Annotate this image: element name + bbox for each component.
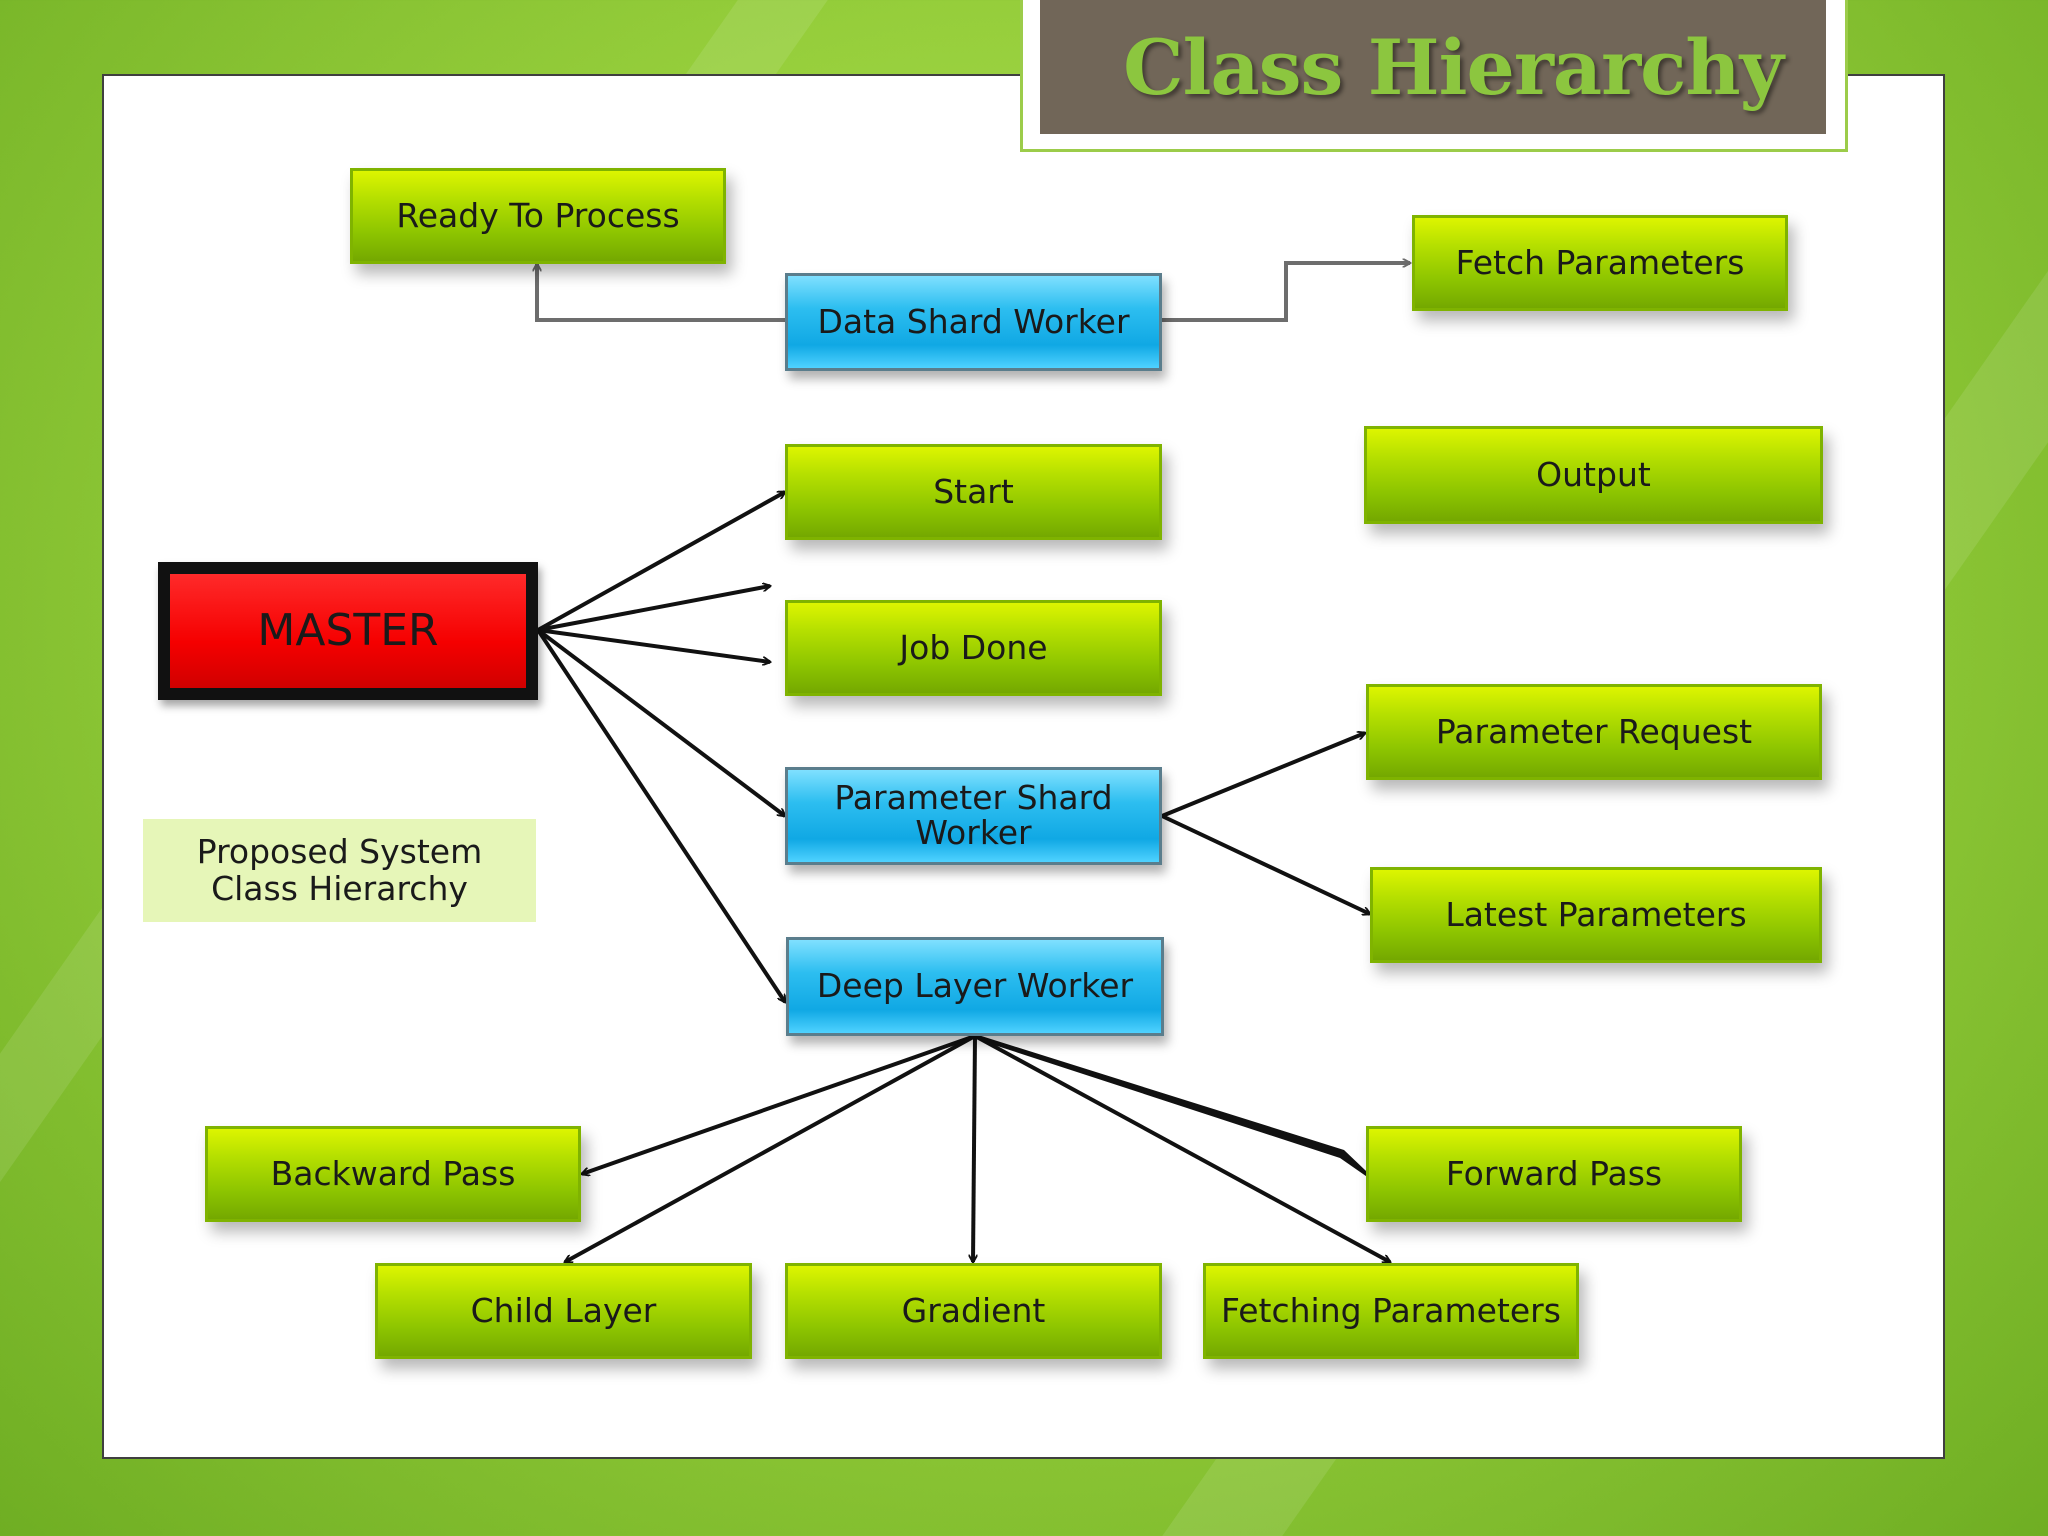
arrow-deep-to-fetching (974, 1034, 1390, 1264)
start-node[interactable]: Start (785, 444, 1162, 540)
gradient-node[interactable]: Gradient (785, 1263, 1162, 1359)
connector-data-shard-to-ready (537, 264, 785, 322)
backward-pass-label: Backward Pass (270, 1153, 516, 1193)
job-done-node[interactable]: Job Done (785, 600, 1162, 696)
child-layer-label: Child Layer (470, 1290, 657, 1330)
fetch-parameters-label: Fetch Parameters (1455, 242, 1745, 282)
parameter-request-node[interactable]: Parameter Request (1366, 684, 1822, 780)
title-box: Class Hierarchy (1040, 0, 1826, 134)
gradient-label: Gradient (901, 1290, 1046, 1330)
arrow-param-shard-to-latest (1161, 814, 1370, 914)
job-done-label: Job Done (899, 627, 1048, 667)
arrow-master-to-job-done (537, 628, 770, 662)
start-label: Start (933, 471, 1014, 511)
parameter-shard-worker-label-line2: Worker (915, 813, 1032, 852)
backward-pass-node[interactable]: Backward Pass (205, 1126, 581, 1222)
arrow-master-to-between (537, 586, 770, 632)
fetching-parameters-node[interactable]: Fetching Parameters (1203, 1263, 1579, 1359)
connector-data-shard-to-fetch (1162, 263, 1410, 322)
arrow-deep-to-child-layer (565, 1034, 976, 1264)
caption-line2: Class Hierarchy (211, 868, 468, 908)
forward-pass-node[interactable]: Forward Pass (1366, 1126, 1742, 1222)
latest-parameters-node[interactable]: Latest Parameters (1370, 867, 1822, 963)
parameter-request-label: Parameter Request (1435, 711, 1753, 751)
data-shard-worker-label: Data Shard Worker (817, 301, 1130, 341)
arrow-master-to-deep-layer (536, 628, 787, 1002)
arrow-master-to-parameter-shard (536, 628, 785, 816)
data-shard-worker-node[interactable]: Data Shard Worker (785, 273, 1162, 371)
arrow-param-shard-to-request (1161, 733, 1365, 818)
parameter-shard-worker-label-line1: Parameter Shard (834, 778, 1113, 818)
parameter-shard-worker-node[interactable]: Parameter Shard Worker (785, 767, 1162, 865)
master-label: MASTER (257, 604, 439, 656)
fetch-parameters-node[interactable]: Fetch Parameters (1412, 215, 1788, 311)
fetching-parameters-label: Fetching Parameters (1221, 1290, 1561, 1330)
deep-layer-worker-node[interactable]: Deep Layer Worker (786, 937, 1164, 1036)
output-node[interactable]: Output (1364, 426, 1823, 524)
ready-to-process-label: Ready To Process (396, 195, 680, 235)
latest-parameters-label: Latest Parameters (1445, 894, 1747, 934)
arrow-deep-to-backward (582, 1034, 976, 1174)
arrow-master-to-start (537, 490, 785, 632)
deep-layer-worker-label: Deep Layer Worker (816, 966, 1134, 1006)
caption-line1: Proposed System (196, 832, 483, 872)
forward-pass-label: Forward Pass (1445, 1153, 1663, 1193)
output-label: Output (1536, 454, 1651, 494)
caption-note: Proposed System Class Hierarchy (143, 819, 536, 922)
master-node[interactable]: MASTER (158, 562, 538, 700)
arrow-deep-to-gradient (973, 1035, 975, 1262)
child-layer-node[interactable]: Child Layer (375, 1263, 752, 1359)
arrow-deep-to-forward (975, 1034, 1386, 1190)
page-title: Class Hierarchy (1123, 22, 1784, 112)
ready-to-process-node[interactable]: Ready To Process (350, 168, 726, 264)
